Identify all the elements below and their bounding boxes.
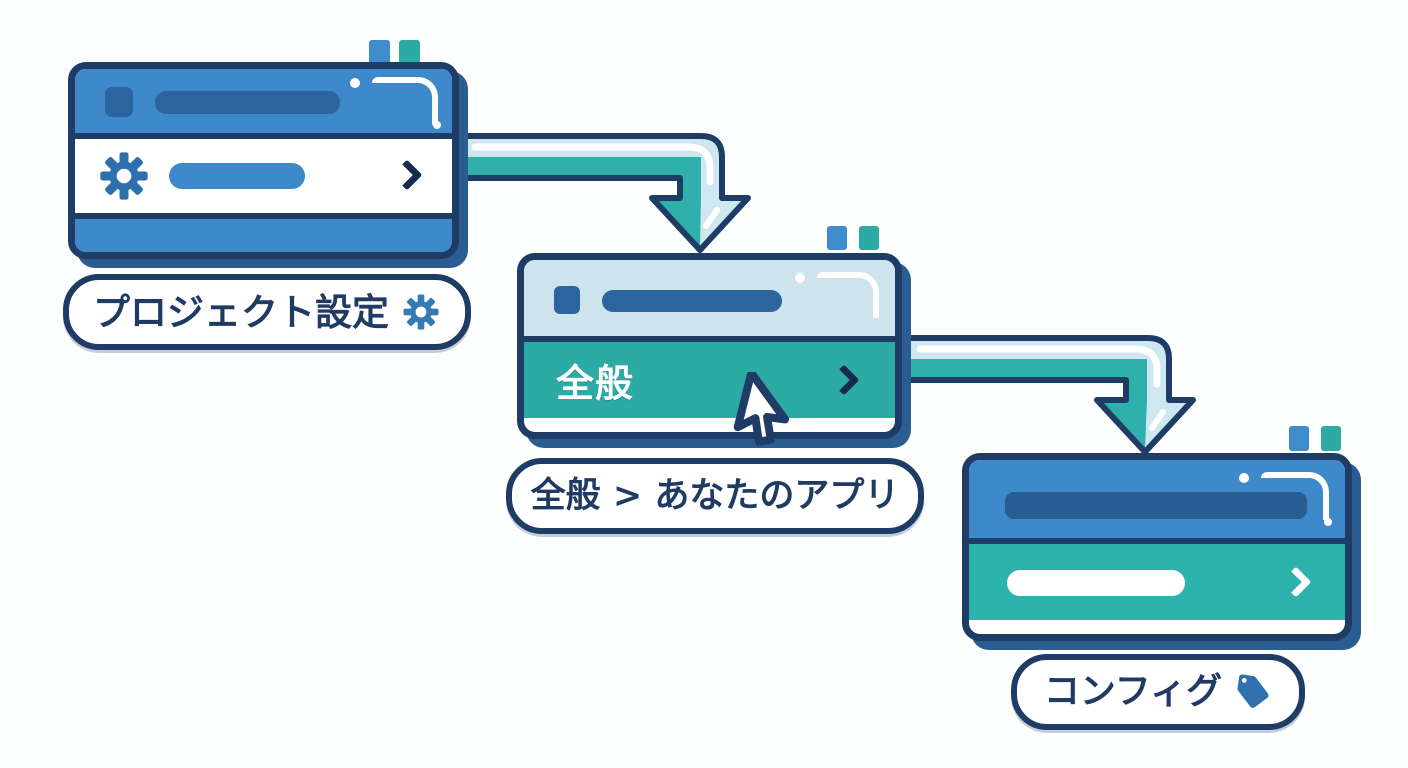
blue-square-deco	[827, 226, 847, 250]
window-footer-strip	[75, 219, 452, 252]
titlebar	[524, 260, 895, 342]
menu-item-project-settings[interactable]	[75, 139, 452, 219]
window-project-settings	[68, 62, 459, 259]
arrow-step1-to-step2	[440, 133, 751, 253]
title-placeholder	[602, 290, 782, 312]
gear-icon	[403, 294, 439, 330]
caption-config: コンフィグ	[1011, 654, 1305, 730]
teal-square-deco	[399, 40, 420, 66]
tag-icon	[1237, 674, 1269, 708]
caption-text: 全般 > あなたのアプリ	[530, 475, 900, 516]
gloss-highlight	[817, 272, 879, 318]
titlebar	[969, 460, 1345, 544]
gloss-dot	[795, 273, 805, 283]
chevron-right-icon	[391, 159, 423, 191]
menu-label-placeholder	[169, 163, 305, 189]
caption-project-settings: プロジェクト設定	[63, 274, 471, 350]
gloss-highlight	[372, 77, 438, 125]
cursor-icon	[733, 368, 813, 460]
titlebar	[75, 69, 452, 139]
blue-square-deco	[369, 40, 390, 66]
menu-item-general[interactable]: 全般	[524, 342, 895, 418]
app-icon-square	[554, 286, 580, 314]
window-general: 全般	[517, 253, 902, 439]
caption-text: プロジェクト設定	[93, 290, 389, 334]
gloss-highlight	[1261, 472, 1329, 520]
title-placeholder	[155, 91, 340, 114]
gloss-dot	[1239, 473, 1249, 483]
gloss-dot	[1324, 518, 1332, 526]
arrow-step2-to-step3	[883, 335, 1196, 455]
menu-item-config[interactable]	[969, 544, 1345, 620]
chevron-right-icon	[1280, 566, 1312, 598]
gear-icon	[100, 152, 148, 200]
chevron-right-icon	[828, 364, 860, 396]
menu-item-label: 全般	[556, 361, 635, 406]
gloss-dot	[350, 78, 360, 88]
caption-general-breadcrumb: 全般 > あなたのアプリ	[506, 458, 924, 534]
menu-label-placeholder	[1007, 570, 1185, 596]
teal-square-deco	[1321, 426, 1341, 451]
gloss-dot	[433, 121, 441, 129]
window-config	[962, 453, 1352, 641]
caption-text: コンフィグ	[1043, 671, 1223, 712]
app-icon-square	[105, 87, 133, 117]
teal-square-deco	[859, 226, 879, 250]
blue-square-deco	[1289, 426, 1309, 451]
title-placeholder	[1005, 492, 1307, 519]
